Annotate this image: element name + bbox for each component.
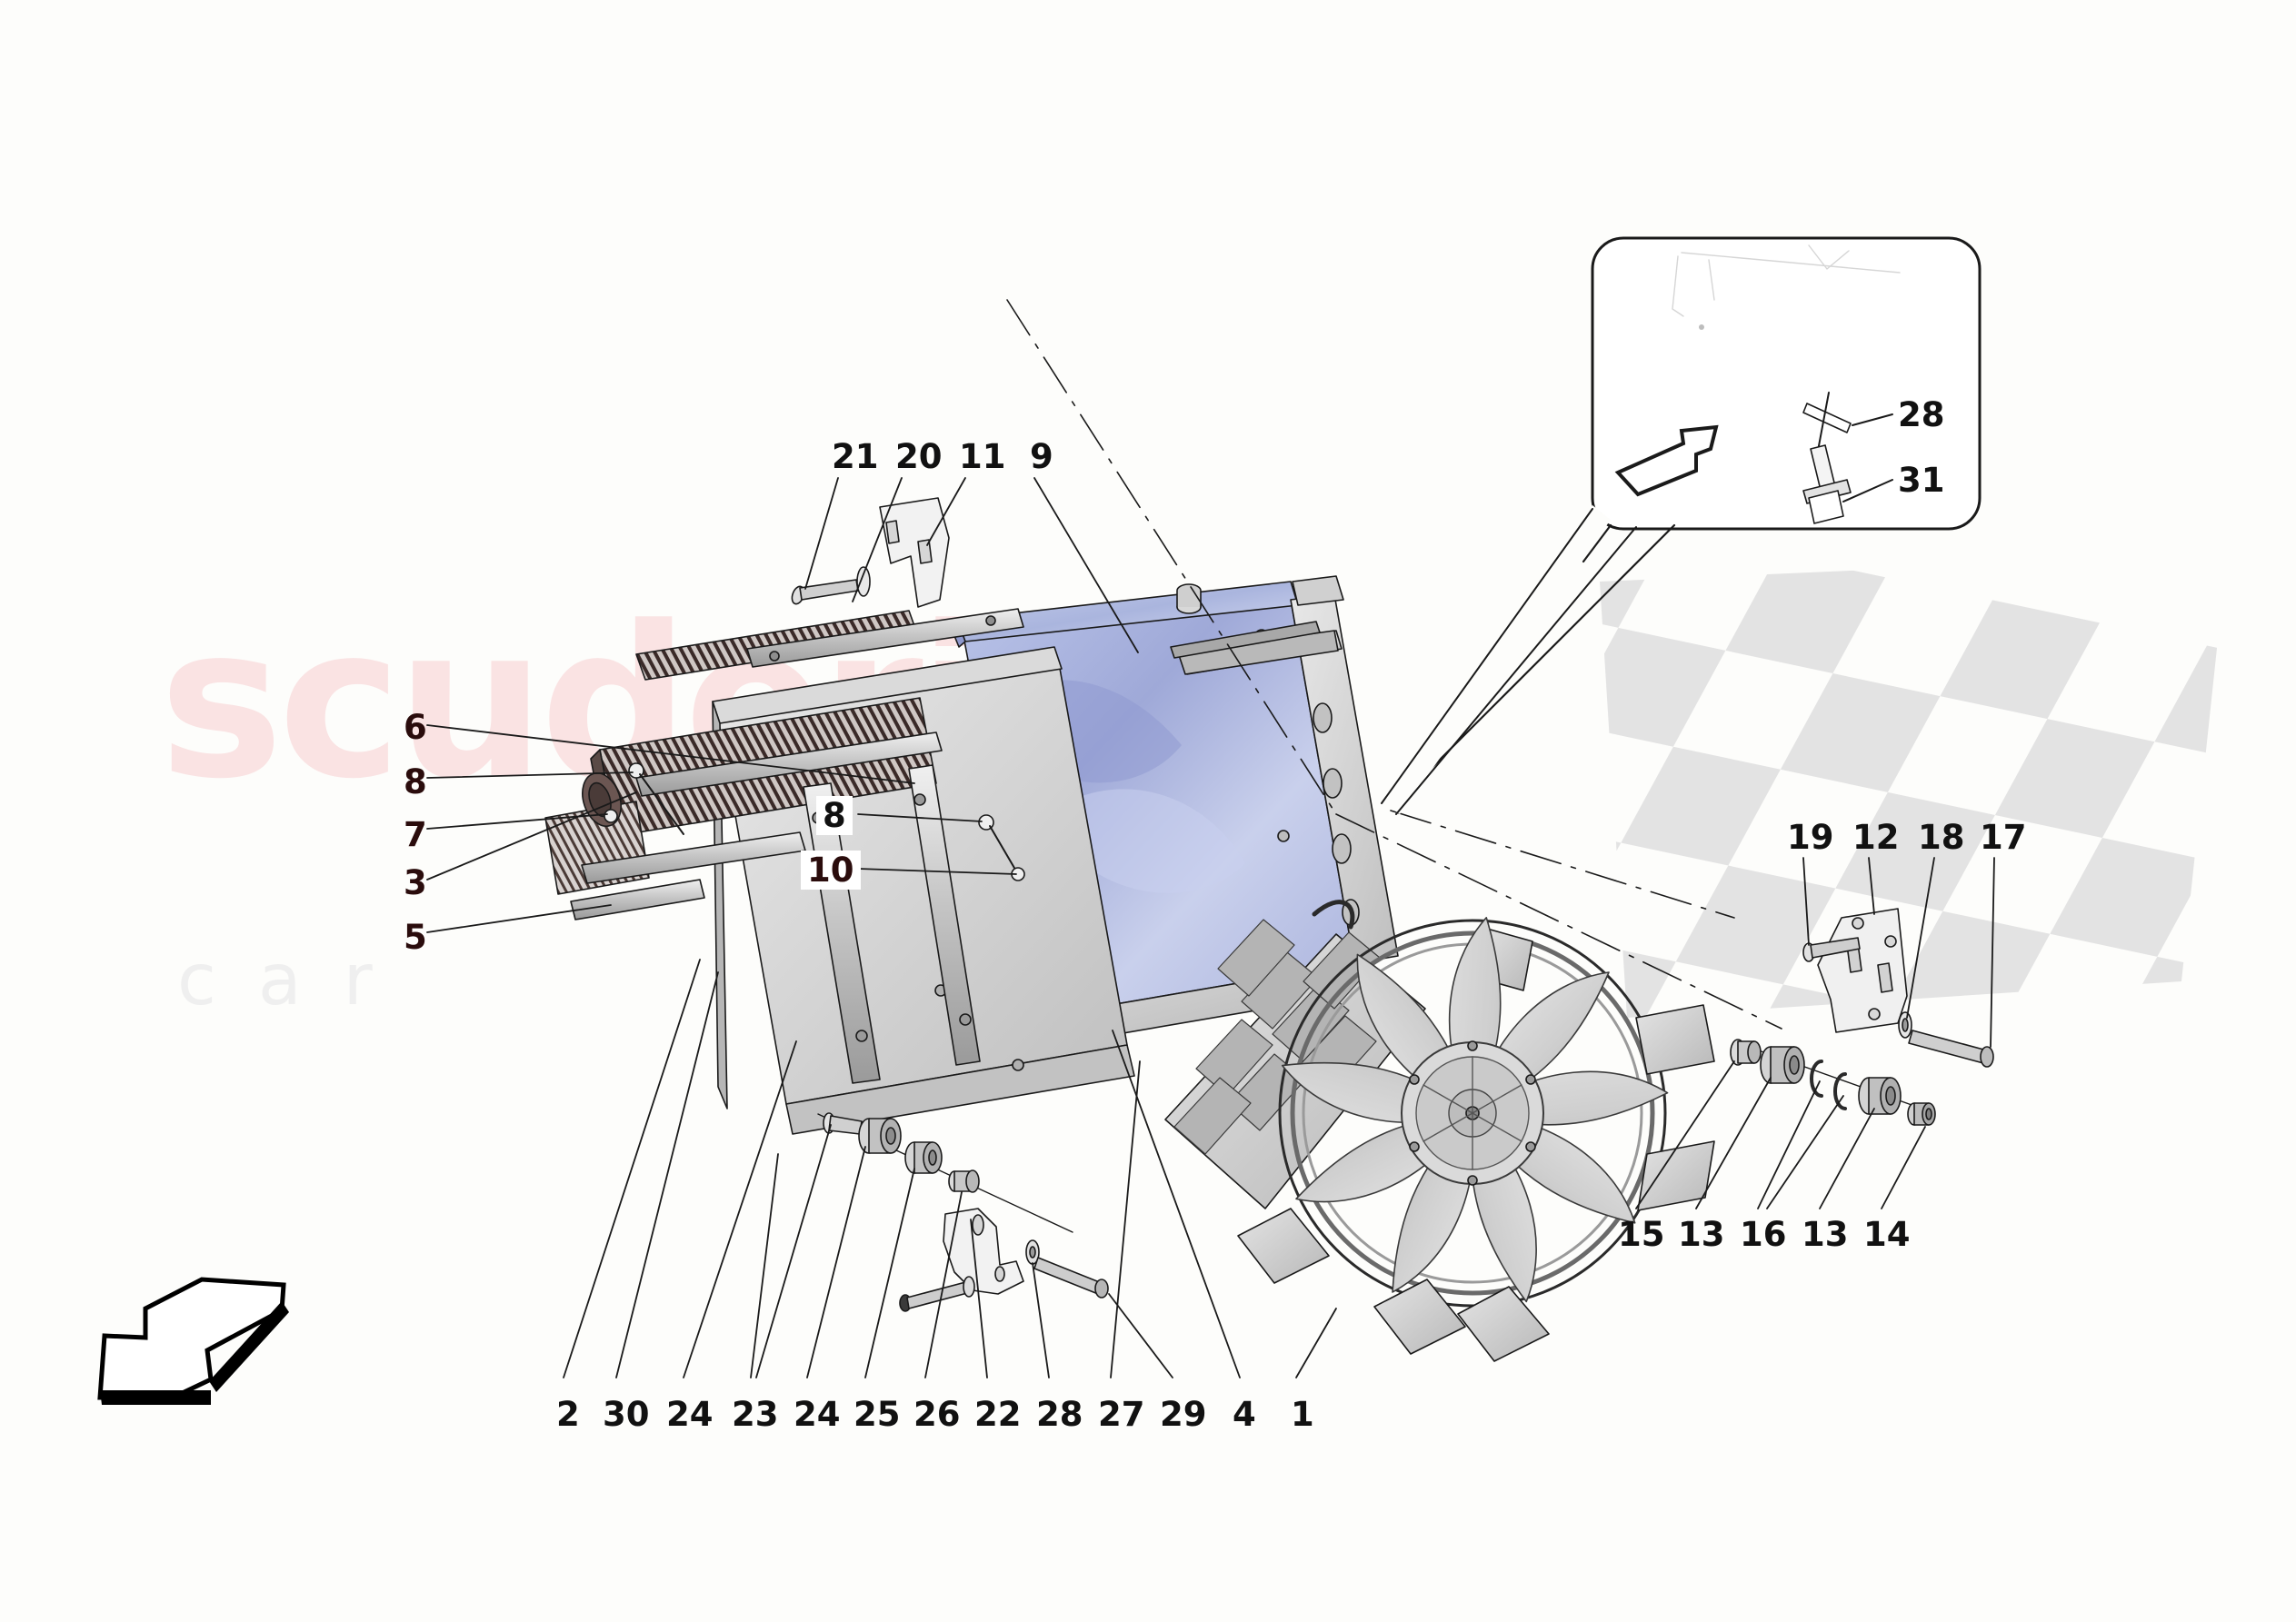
label-8: 8 [404,762,427,801]
label-23: 23 [732,1395,779,1434]
label-16: 16 [1740,1215,1787,1254]
label-4: 4 [1233,1395,1256,1434]
fan-assembly [1164,900,1715,1362]
label-3: 3 [404,863,427,902]
part-15-cap [1730,1039,1762,1066]
label-10: 10 [801,851,861,890]
label-6: 6 [404,708,427,747]
label-13: 13 [1678,1215,1725,1254]
label-30: 30 [603,1395,650,1434]
washer-top [856,566,871,597]
label-17: 17 [1980,818,2027,857]
screw-19 [1802,937,1861,962]
bracket-right [1817,908,1908,1033]
label-9: 9 [1030,437,1053,476]
label-29: 29 [1160,1395,1207,1434]
label-1: 1 [1291,1395,1314,1434]
label-28-callout: 28 [1898,395,1945,434]
leader-lines [426,477,1995,1378]
fastener-cluster-left [604,762,1025,881]
bracket-lower [943,1208,1024,1295]
label-18: 18 [1918,818,1965,857]
detail-callout-box [1381,236,1982,815]
right-hardware-set [1730,1039,1936,1126]
label-15: 15 [1618,1215,1665,1254]
construction-lines [1006,299,1782,1030]
label-20: 20 [895,437,943,476]
part-16-circlip-a [1810,1060,1823,1098]
label-11: 11 [959,437,1006,476]
label-24b: 24 [794,1395,841,1434]
label-26: 26 [913,1395,961,1434]
label-25: 25 [854,1395,901,1434]
direction-arrow [97,1277,289,1405]
label-24: 24 [666,1395,714,1434]
washer-18 [1898,1011,1912,1039]
label-19: 19 [1787,818,1834,857]
label-12: 12 [1852,818,1900,857]
label-8-center: 8 [816,796,853,835]
label-22: 22 [974,1395,1022,1434]
label-21: 21 [832,437,879,476]
screw-17 [1908,1030,1994,1068]
screw-21 [791,579,859,605]
label-13b: 13 [1802,1215,1849,1254]
part-13-bushing-b [1858,1077,1902,1115]
part-13-bushing-a [1760,1046,1805,1084]
part-16-circlip-b [1833,1072,1847,1110]
label-7: 7 [404,815,427,854]
bracket-upper [879,497,950,608]
label-28b: 28 [1036,1395,1083,1434]
support-rails [570,608,1343,920]
label-2: 2 [556,1395,580,1434]
label-14: 14 [1863,1215,1911,1254]
part-14-nut [1907,1102,1936,1126]
label-27: 27 [1098,1395,1145,1434]
hardware-row-lower [817,1112,1109,1312]
label-31-callout: 31 [1898,461,1945,500]
label-5: 5 [404,918,427,957]
watermark-car: car [177,940,414,1021]
